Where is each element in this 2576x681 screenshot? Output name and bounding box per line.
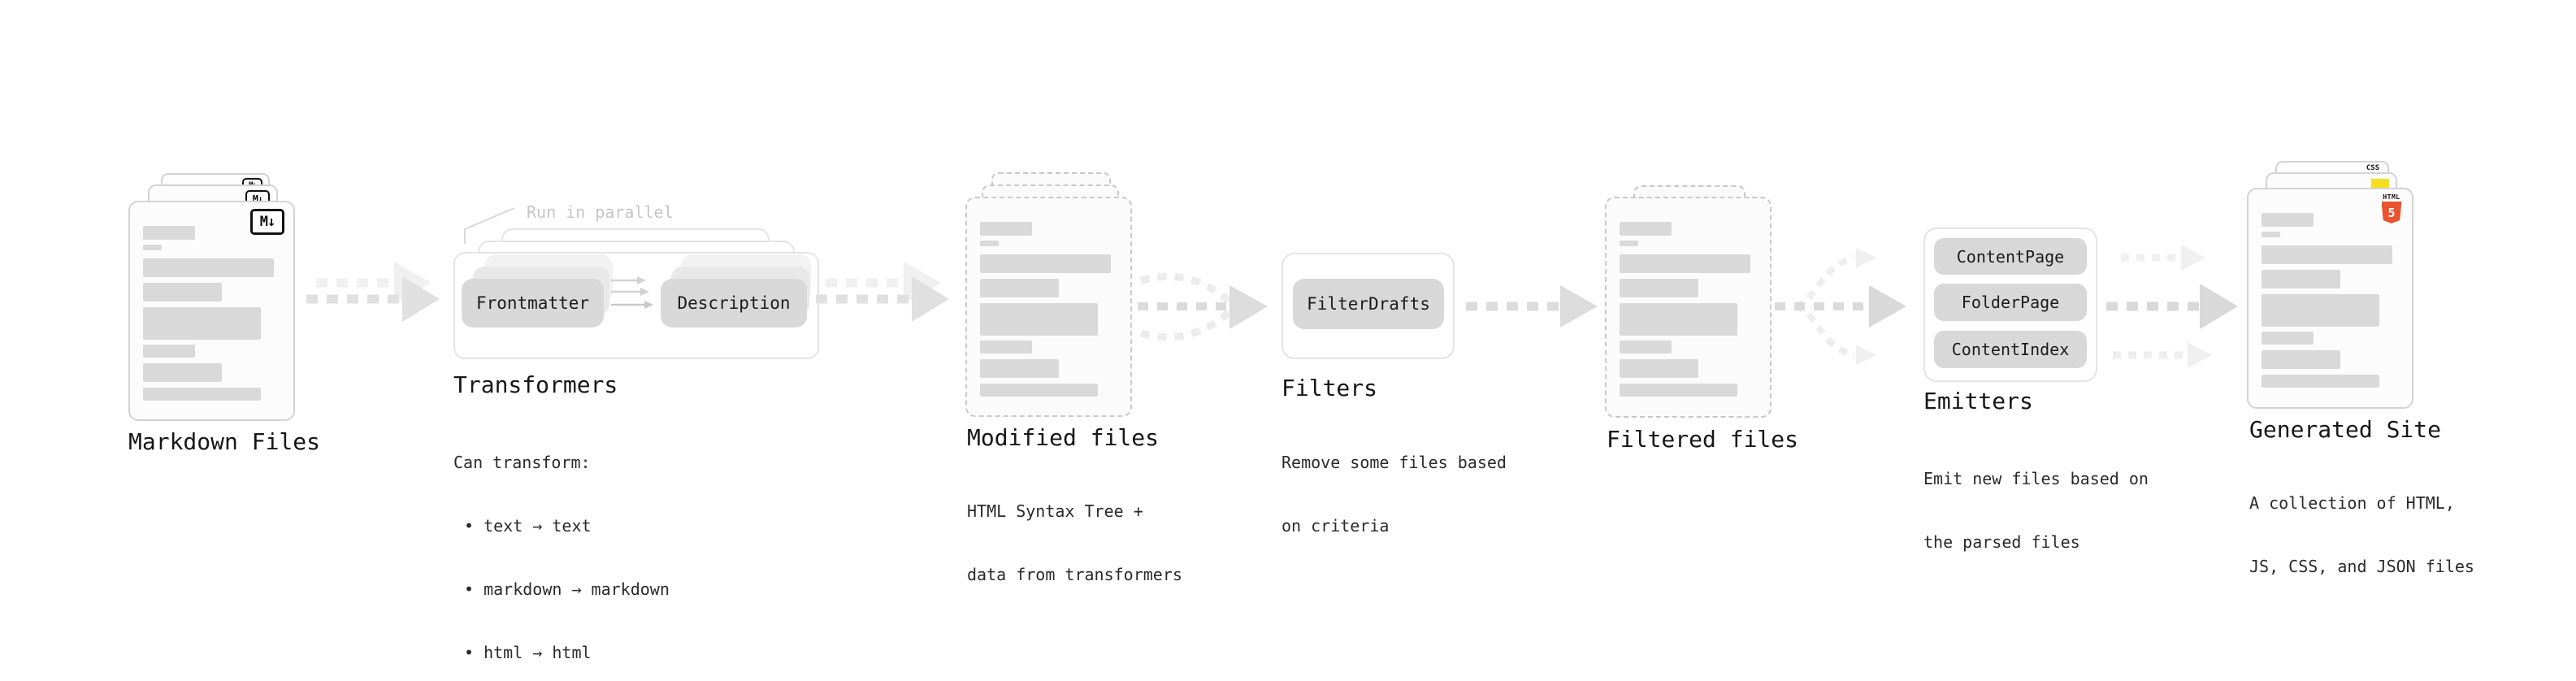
placeholder-bar <box>143 283 222 301</box>
transformers-label: Transformers <box>453 371 618 398</box>
node-contentindex: ContentIndex <box>1934 331 2087 368</box>
placeholder-bar <box>980 254 1111 273</box>
placeholder-bar <box>1620 340 1672 354</box>
placeholder-bar <box>1620 359 1698 378</box>
placeholder-bar <box>143 245 162 250</box>
placeholder-bar <box>2262 332 2314 345</box>
caption-line: A collection of HTML, <box>2249 493 2455 513</box>
placeholder-bar <box>980 384 1098 397</box>
generated-site-label: Generated Site <box>2249 416 2442 443</box>
css-icon-label: CSS <box>2366 164 2380 172</box>
placeholder-bar <box>143 345 195 358</box>
caption-line: data from transformers <box>967 565 1182 584</box>
modified-files-label: Modified files <box>967 424 1160 451</box>
placeholder-bar <box>2262 375 2379 388</box>
placeholder-bar <box>143 226 195 240</box>
caption-line: • text → text <box>464 516 592 536</box>
file-card: M↓ <box>128 201 295 421</box>
file-card: HTML 5 <box>2247 188 2413 409</box>
flow-arrow-markdown-to-transformers <box>306 262 440 322</box>
modified-files-caption: HTML Syntax Tree + data from transformer… <box>967 458 1182 627</box>
caption-line: Emit new files based on <box>1923 469 2149 488</box>
flow-arrow-transformers-to-modified <box>816 262 949 322</box>
node-contentpage: ContentPage <box>1934 238 2087 275</box>
caption-line: on criteria <box>1281 516 1390 536</box>
node-folderpage: FolderPage <box>1934 284 2087 321</box>
emitters-caption: Emit new files based on the parsed files <box>1923 426 2149 595</box>
placeholder-bar <box>1620 279 1698 297</box>
flow-arrow-emitters-to-generated <box>2106 245 2238 368</box>
caption-line: HTML Syntax Tree + <box>967 501 1143 521</box>
placeholder-bar <box>2262 294 2379 327</box>
placeholder-bar <box>980 359 1059 378</box>
placeholder-bar <box>980 222 1032 236</box>
placeholder-bar <box>143 363 222 382</box>
caption-line: Remove some files based <box>1281 453 1507 472</box>
html5-icon: HTML 5 <box>2381 193 2402 223</box>
caption-line: • html → html <box>464 643 592 662</box>
placeholder-bar <box>2262 350 2340 369</box>
generated-site-caption: A collection of HTML, JS, CSS, and JSON … <box>2249 450 2474 619</box>
caption-line: JS, CSS, and JSON files <box>2249 557 2474 576</box>
html5-icon-shield: 5 <box>2381 202 2402 223</box>
file-card <box>965 197 1132 417</box>
node-frontmatter: Frontmatter <box>462 279 604 327</box>
filters-label: Filters <box>1281 375 1378 401</box>
placeholder-bar <box>980 241 999 246</box>
flow-arrow-filters-to-filtered <box>1466 285 1598 327</box>
caption-line: • markdown → markdown <box>464 579 670 599</box>
node-description: Description <box>661 279 807 327</box>
placeholder-bar <box>143 258 274 277</box>
run-in-parallel-note: Run in parallel <box>527 202 674 222</box>
markdown-icon: M↓ <box>250 209 284 235</box>
placeholder-bar <box>2262 232 2280 237</box>
placeholder-bar <box>1620 222 1672 236</box>
placeholder-bar <box>1620 384 1737 397</box>
placeholder-bar <box>980 340 1032 354</box>
node-filterdrafts: FilterDrafts <box>1293 279 1444 329</box>
flow-arrow-filtered-to-emitters <box>1775 248 1906 365</box>
html5-icon-label: HTML <box>2383 193 2400 201</box>
placeholder-bar <box>2262 213 2314 227</box>
caption-line: the parsed files <box>1923 532 2080 552</box>
placeholder-bar <box>2262 245 2392 264</box>
callout-line <box>464 207 515 244</box>
markdown-files-label: Markdown Files <box>128 428 321 455</box>
placeholder-bar <box>1620 241 1638 246</box>
filtered-files-label: Filtered files <box>1607 426 1799 453</box>
html5-icon-number: 5 <box>2387 205 2396 220</box>
placeholder-bar <box>980 303 1098 336</box>
transformers-caption: Can transform: • text → text • markdown … <box>453 410 670 681</box>
caption-line: Can transform: <box>453 453 591 472</box>
placeholder-bar <box>143 388 261 401</box>
placeholder-bar <box>980 279 1059 297</box>
js-icon <box>2371 179 2389 188</box>
filters-caption: Remove some files based on criteria <box>1281 410 1507 579</box>
placeholder-bar <box>143 307 261 340</box>
file-card <box>1605 197 1772 418</box>
placeholder-bar <box>2262 270 2340 288</box>
placeholder-bar <box>1620 254 1750 273</box>
flow-arrow-modified-to-filters <box>1138 272 1268 341</box>
emitters-label: Emitters <box>1923 388 2033 414</box>
mini-arrows <box>611 276 653 309</box>
placeholder-bar <box>1620 303 1737 336</box>
